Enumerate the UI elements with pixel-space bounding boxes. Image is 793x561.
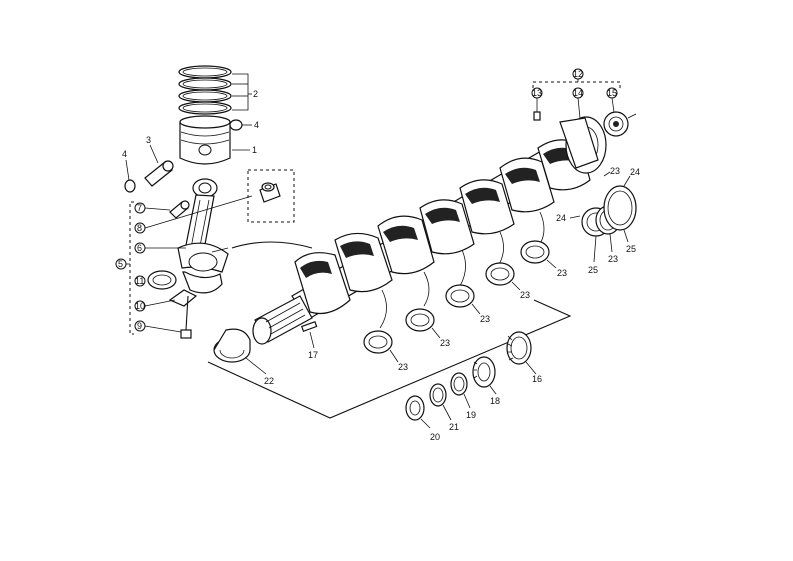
main-bearing-icon — [405, 308, 435, 332]
callout-9: 9 — [137, 321, 142, 331]
callout-11: 11 — [135, 276, 144, 286]
seal-ring-icon — [603, 111, 629, 137]
callout-23a: 23 — [398, 362, 408, 372]
callout-23f: 23 — [610, 166, 620, 176]
woodruff-key-icon — [300, 320, 318, 332]
callout-16: 16 — [532, 374, 542, 384]
callout-24b: 24 — [630, 167, 640, 177]
callout-22: 22 — [264, 376, 274, 386]
woodruff-key-icon — [533, 111, 541, 121]
callout-24a: 24 — [556, 213, 566, 223]
bearing-shell-icon — [168, 289, 198, 307]
callout-4b: 4 — [254, 120, 259, 130]
main-bearing-icon — [213, 328, 251, 363]
gear-icon — [472, 356, 496, 388]
callout-12: 12 — [573, 69, 583, 79]
callout-13: 13 — [532, 88, 542, 98]
piston-rings-icon — [178, 65, 232, 115]
main-bearing-icon — [520, 240, 550, 264]
callout-25a: 25 — [588, 265, 598, 275]
callout-19: 19 — [466, 410, 476, 420]
callout-23c: 23 — [480, 314, 490, 324]
crankshaft-icon — [252, 116, 607, 345]
bearing-shell-icon — [147, 270, 177, 290]
callout-23e: 23 — [557, 268, 567, 278]
main-bearing-icon — [485, 262, 515, 286]
callout-1: 1 — [252, 145, 257, 155]
main-bearing-icon — [363, 330, 393, 354]
callout-21: 21 — [449, 422, 459, 432]
callout-10: 10 — [135, 301, 145, 311]
snap-ring-icon — [229, 119, 243, 131]
callout-23g: 23 — [608, 254, 618, 264]
callout-15: 15 — [607, 88, 617, 98]
piston-icon — [179, 115, 231, 165]
bushing-icon — [259, 182, 281, 203]
connecting-rod-icon — [177, 178, 229, 294]
callout-4a: 4 — [122, 149, 127, 159]
callout-17: 17 — [308, 350, 318, 360]
callout-8: 8 — [137, 223, 142, 233]
callout-23d: 23 — [520, 290, 530, 300]
piston-pin-icon — [144, 160, 174, 187]
thrust-washer-icon — [603, 185, 637, 231]
callout-20: 20 — [430, 432, 440, 442]
callout-2: 2 — [253, 89, 258, 99]
callout-5: 5 — [118, 259, 123, 269]
callout-23b: 23 — [440, 338, 450, 348]
callout-14: 14 — [573, 88, 583, 98]
bushing-icon — [169, 200, 190, 219]
callout-6: 6 — [137, 243, 142, 253]
snap-ring-icon — [124, 179, 136, 193]
main-bearing-icon — [445, 284, 475, 308]
thrust-washer-icon — [429, 383, 447, 407]
callout-7: 7 — [137, 203, 142, 213]
gear-icon — [506, 331, 532, 365]
callout-25b: 25 — [626, 244, 636, 254]
callout-18: 18 — [490, 396, 500, 406]
bolt-icon — [180, 295, 192, 339]
thrust-washer-icon — [450, 372, 468, 396]
callout-3: 3 — [146, 135, 151, 145]
seal-ring-icon — [405, 395, 425, 421]
